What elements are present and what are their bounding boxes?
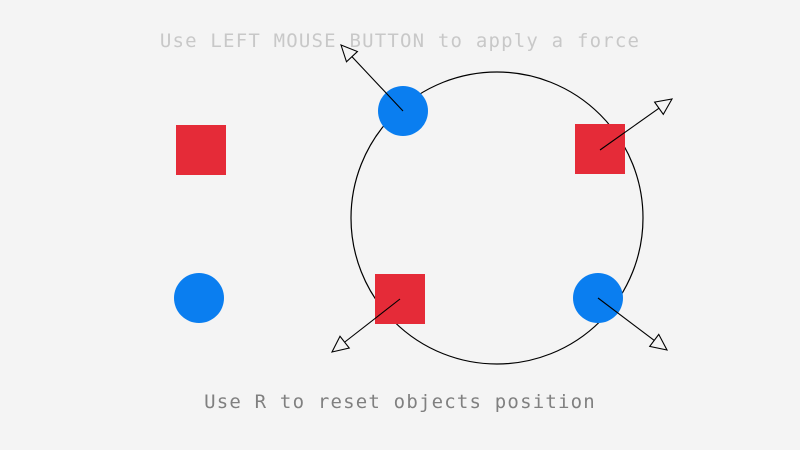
red-square-top-right[interactable] [575, 124, 625, 174]
force-arrow-red-square-top-right-head [653, 98, 674, 116]
hint-reset-objects: Use R to reset objects position [204, 391, 596, 413]
force-arrow-red-square-top-right-shaft [599, 105, 663, 151]
blue-circle-left[interactable] [174, 273, 224, 323]
force-arrows-layer [330, 44, 674, 353]
force-arrow-red-square-top-right [599, 98, 674, 151]
force-arrow-blue-circle-bottom-right-head [648, 333, 669, 351]
force-arrow-blue-circle-top [340, 44, 404, 112]
force-arrow-blue-circle-bottom-right-shaft [597, 297, 658, 344]
force-arrow-red-square-bottom-center-shaft [341, 298, 401, 346]
red-square-left[interactable] [176, 125, 226, 175]
force-arrow-red-square-bottom-center [330, 298, 401, 353]
force-arrow-blue-circle-top-head [340, 44, 359, 63]
boundary-circle [350, 71, 644, 365]
hint-apply-force: Use LEFT MOUSE BUTTON to apply a force [159, 30, 641, 52]
force-arrow-blue-circle-top-shaft [348, 53, 404, 112]
force-arrow-red-square-bottom-center-head [330, 335, 351, 353]
force-arrow-blue-circle-bottom-right [597, 297, 669, 351]
